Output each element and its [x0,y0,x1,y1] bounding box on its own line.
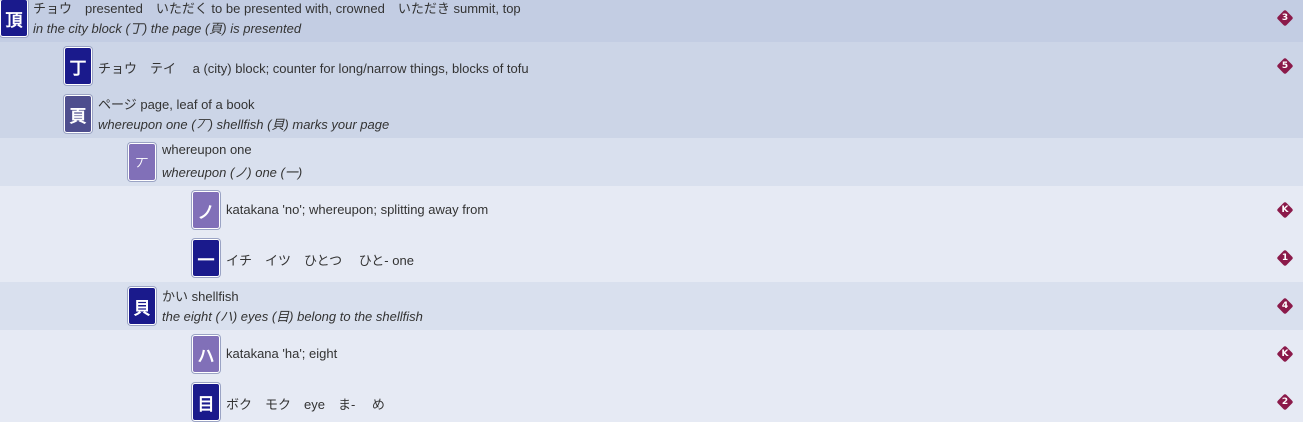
list-item[interactable]: 頁 ページ page, leaf of a book whereupon one… [0,90,1303,138]
kanji-tile[interactable]: ノ [192,191,220,229]
stroke-count-badge: 4 [1276,297,1294,315]
kanji-tile[interactable]: 丁 [64,47,92,85]
list-item[interactable]: 頂 チョウ presented いただく to be presented wit… [0,0,1303,42]
list-item[interactable]: 目 ボク モク eye ま- め 2 [0,378,1303,422]
entry-mnemonic: whereupon (ノ) one (一) [162,165,303,180]
list-item[interactable]: ハ katakana 'ha'; eight K [0,330,1303,378]
entry-mnemonic: the eight (ハ) eyes (目) belong to the she… [162,309,423,324]
kanji-tile[interactable]: 目 [192,383,220,421]
kana-badge: K [1276,345,1294,363]
list-item[interactable]: 貝 かい shellfish the eight (ハ) eyes (目) be… [0,282,1303,330]
entry-mnemonic: in the city block (丁) the page (頁) is pr… [33,21,302,36]
kanji-tile[interactable]: 貝 [128,287,156,325]
entry-reading: チョウ presented いただく to be presented with,… [33,1,521,16]
list-item[interactable]: 丁 チョウ テイ a (city) block; counter for lon… [0,42,1303,90]
kanji-tile[interactable]: ハ [192,335,220,373]
list-item[interactable]: 丆 whereupon one whereupon (ノ) one (一) [0,138,1303,186]
entry-mnemonic: whereupon one (丆) shellfish (貝) marks yo… [98,117,390,132]
kana-badge: K [1276,201,1294,219]
list-item[interactable]: 一 イチ イツ ひとつ ひと- one 1 [0,234,1303,282]
kanji-tile[interactable]: 頂 [0,0,28,37]
entry-reading: イチ イツ ひとつ ひと- one [226,253,414,268]
stroke-count-badge: 2 [1276,393,1294,411]
list-item[interactable]: ノ katakana 'no'; whereupon; splitting aw… [0,186,1303,234]
kanji-tile[interactable]: 頁 [64,95,92,133]
entry-reading: whereupon one [162,142,252,157]
entry-reading: チョウ テイ a (city) block; counter for long/… [98,61,529,76]
stroke-count-badge: 3 [1276,9,1294,27]
entry-reading: katakana 'no'; whereupon; splitting away… [226,202,489,217]
stroke-count-badge: 1 [1276,249,1294,267]
entry-reading: かい shellfish [162,289,239,304]
kanji-tile[interactable]: 丆 [128,143,156,181]
entry-reading: ボク モク eye ま- め [226,397,385,412]
entry-reading: katakana 'ha'; eight [226,346,338,361]
stroke-count-badge: 5 [1276,57,1294,75]
entry-reading: ページ page, leaf of a book [98,97,255,112]
kanji-tile[interactable]: 一 [192,239,220,277]
